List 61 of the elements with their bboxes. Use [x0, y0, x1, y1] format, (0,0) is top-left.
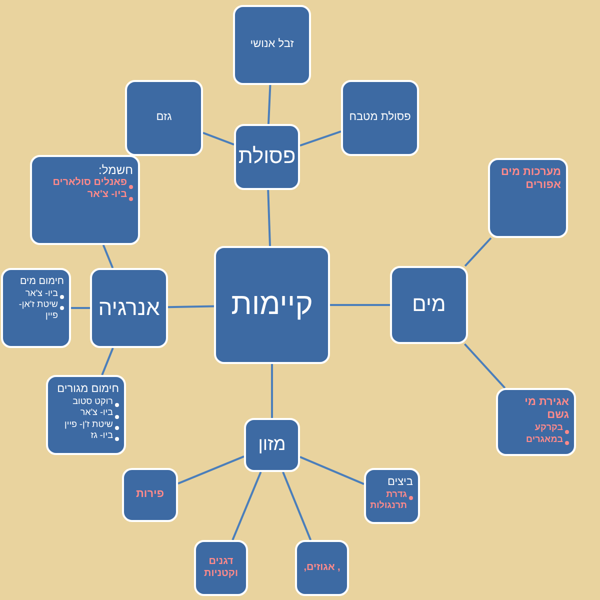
topic-box: [30, 155, 140, 245]
topic-label: מים: [412, 292, 446, 318]
topic-box: [90, 268, 168, 348]
topic-label: אנרגיה: [98, 294, 160, 322]
topic-box: [214, 246, 330, 364]
topic-box: [390, 266, 468, 344]
connector-line: [232, 472, 262, 540]
topic-box: [488, 158, 568, 238]
topic-label: זבל אנושי: [250, 38, 294, 52]
bullet-item: ביו- צ'אר: [25, 288, 58, 299]
bullet-item: ביו- צ'אר: [87, 189, 127, 202]
topic-label: חשמל:: [98, 163, 133, 177]
topic-label: מזון: [258, 434, 286, 456]
topic-label: פסולת: [238, 144, 296, 170]
bullet-item: רוקט סטוב: [72, 396, 113, 407]
topic-box: [46, 375, 126, 455]
connector-line: [178, 456, 244, 484]
bullet-item: שיטת ז'אן- פיין: [18, 299, 58, 321]
connector-line: [168, 305, 214, 308]
connector-line: [102, 244, 114, 268]
topic-box: [122, 468, 178, 522]
topic-box: [233, 5, 311, 85]
connector-line: [267, 190, 271, 246]
bullet-item: שיטת ז'ן- פיין: [64, 418, 113, 430]
topic-label: מערכות מים אפורים: [500, 166, 561, 192]
connector-line: [282, 472, 312, 540]
bullet-item: ביו- צ'אר: [80, 407, 113, 418]
bullet-item: ביו- גז: [90, 430, 113, 441]
bullet-item: גדרת תרנגולות: [370, 489, 407, 511]
topic-label: ביצים: [386, 476, 413, 490]
connector-line: [464, 343, 506, 389]
connector-line: [202, 132, 234, 146]
topic-label: אגירת מי גשם: [524, 396, 569, 422]
connector-line: [71, 307, 90, 309]
topic-label: פירות: [136, 488, 164, 502]
connector-line: [101, 348, 114, 376]
connector-line: [300, 456, 364, 486]
topic-box: [364, 468, 420, 524]
connector-line: [267, 84, 272, 124]
topic-box: [194, 540, 248, 596]
topic-box: [1, 268, 71, 348]
topic-label: חימום מים: [18, 276, 64, 288]
connector-line: [464, 237, 492, 267]
topic-label: חימום מגורים: [56, 383, 119, 396]
topic-box: [295, 540, 349, 596]
bullet-item: פאנלים סולארים: [52, 177, 127, 190]
connector-line: [300, 130, 342, 147]
topic-box: [341, 80, 419, 156]
topic-label: פסולת מטבח: [349, 111, 411, 125]
connector-line: [330, 304, 390, 306]
topic-box: [496, 388, 576, 456]
bullet-item: במאגרים: [526, 434, 563, 444]
topic-label: דגנים וקטניות: [203, 556, 239, 580]
topic-box: [244, 418, 300, 472]
topic-label: , אגוזים,: [304, 562, 340, 574]
topic-box: [125, 80, 203, 156]
topic-label: קיימות: [231, 287, 313, 323]
topic-box: [234, 124, 300, 190]
connector-line: [271, 364, 273, 418]
bullet-item: בקרקע: [534, 422, 563, 434]
topic-label: גזם: [156, 111, 172, 125]
